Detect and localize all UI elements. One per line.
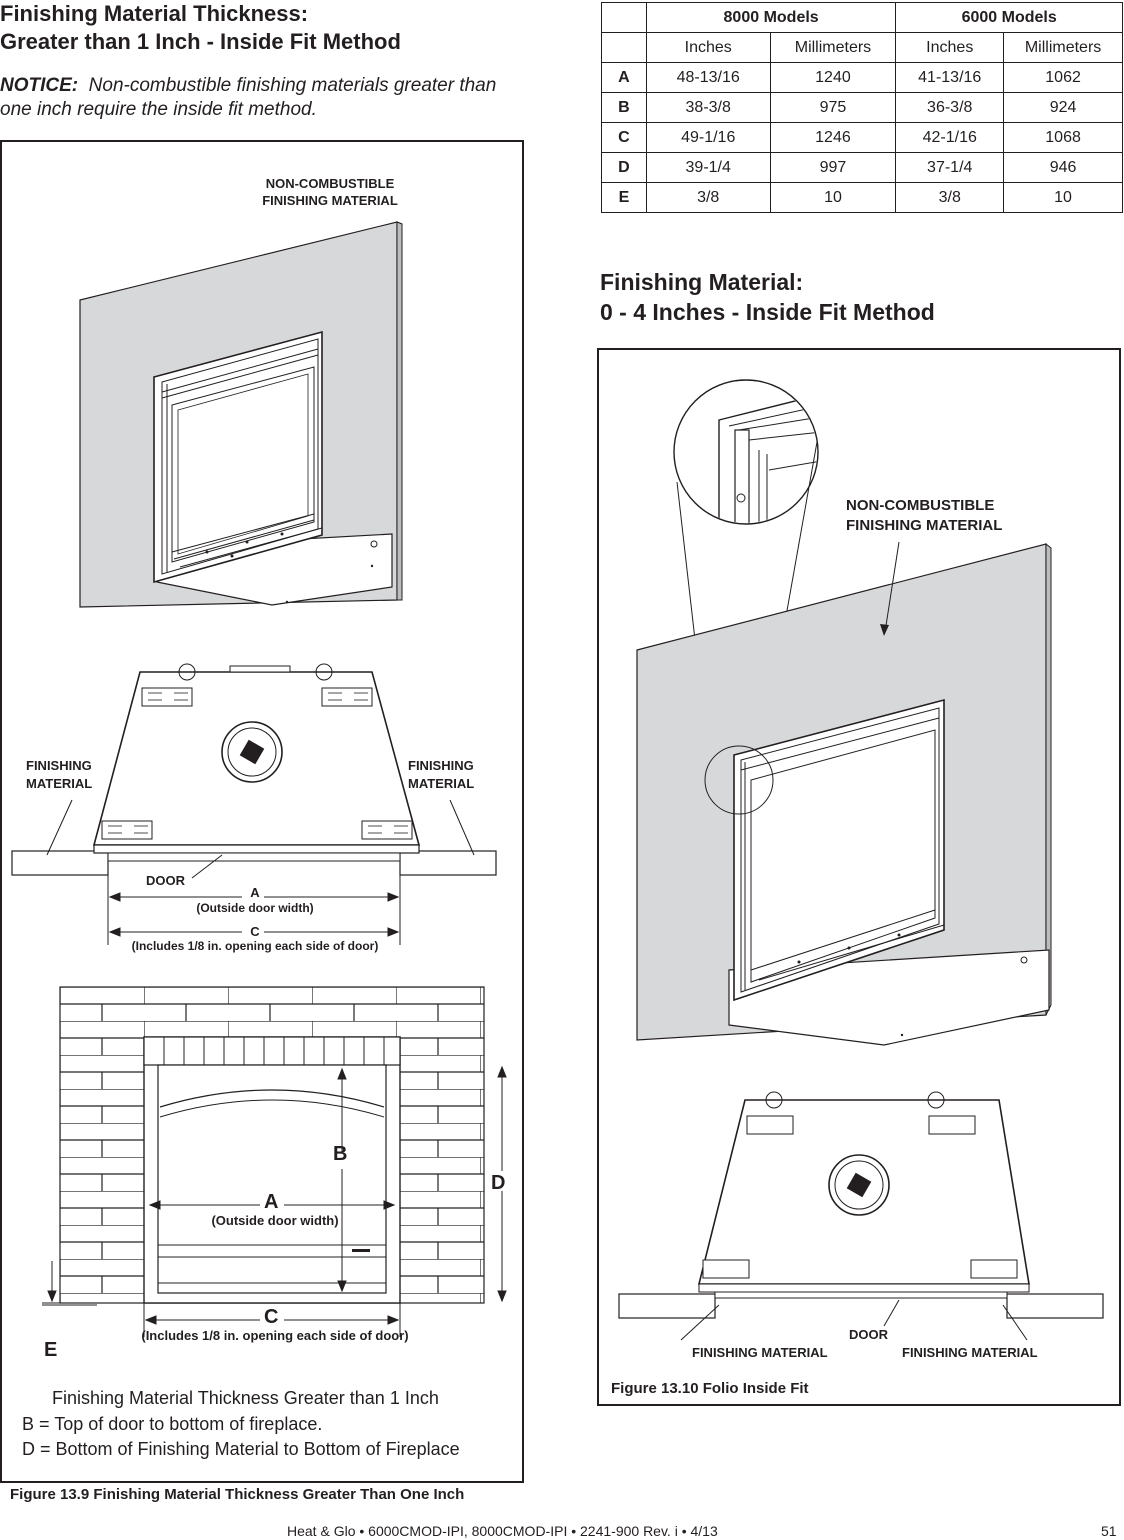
dim-d-label: D <box>491 1172 506 1194</box>
table-row: C 49-1/16 1246 42-1/16 1068 <box>601 122 1123 153</box>
door-label-right: DOOR <box>849 1327 888 1342</box>
row-label: C <box>601 122 647 153</box>
right-title-line2: 0 - 4 Inches - Inside Fit Method <box>600 299 935 325</box>
notice-text-line2: one inch require the inside fit method. <box>0 99 317 120</box>
table-cell: 48-13/16 <box>645 62 771 93</box>
table-cell: 1246 <box>769 122 897 153</box>
figure-13-10-box <box>597 348 1121 1406</box>
right-title-line1: Finishing Material: <box>600 269 804 295</box>
left-title-line1: Finishing Material Thickness: <box>0 1 309 26</box>
figure-13-10-caption: Figure 13.10 Folio Inside Fit <box>611 1380 809 1397</box>
finishing-material-right-label: FINISHING MATERIAL <box>408 757 508 793</box>
table-cell: 946 <box>1003 152 1123 183</box>
finishing-material-label-right-a: FINISHING MATERIAL <box>692 1345 828 1360</box>
finishing-left-line2: MATERIAL <box>26 776 93 791</box>
table-cell: 37-1/4 <box>895 152 1005 183</box>
table-cell: 38-3/8 <box>645 92 771 123</box>
table-group-header-row: 8000 Models 6000 Models <box>601 2 1123 33</box>
dimensions-table: 8000 Models 6000 Models Inches Millimete… <box>601 2 1123 213</box>
table-sub-header: Millimeters <box>769 32 897 63</box>
table-row: A 48-13/16 1240 41-13/16 1062 <box>601 62 1123 93</box>
noncombustible-line1: NON-COMBUSTIBLE <box>265 176 395 191</box>
table-cell: 924 <box>1003 92 1123 123</box>
notice-label: NOTICE: <box>0 75 79 96</box>
row-label: D <box>601 152 647 183</box>
notice: NOTICE: Non-combustible finishing materi… <box>0 74 530 122</box>
table-cell: 1062 <box>1003 62 1123 93</box>
noncombustible-right-line1: NON-COMBUSTIBLE <box>846 497 995 514</box>
finishing-left-line1: FINISHING <box>26 758 92 773</box>
table-group-header: 6000 Models <box>895 2 1123 33</box>
dim-c-label-plan: C <box>250 924 260 939</box>
figure-13-9-caption: Figure 13.9 Finishing Material Thickness… <box>10 1486 465 1503</box>
right-title: Finishing Material: 0 - 4 Inches - Insid… <box>600 267 935 327</box>
dim-c-note-front: (Includes 1/8 in. opening each side of d… <box>141 1328 409 1343</box>
row-label: A <box>601 62 647 93</box>
notes-heading: Finishing Material Thickness Greater tha… <box>52 1388 439 1408</box>
fireplace-perspective-illustration <box>79 221 403 608</box>
finishing-right-line1: FINISHING <box>408 758 474 773</box>
finishing-material-label-right-b: FINISHING MATERIAL <box>902 1345 1038 1360</box>
noncombustible-label-left: NON-COMBUSTIBLE FINISHING MATERIAL <box>240 175 420 209</box>
table-group-header: 8000 Models <box>645 2 897 33</box>
finishing-right-line2: MATERIAL <box>408 776 475 791</box>
folio-inside-fit-illustration <box>618 379 1104 1341</box>
table-cell: 975 <box>769 92 897 123</box>
figure-13-9-box <box>0 140 524 1483</box>
dim-e-label: E <box>44 1339 58 1361</box>
dim-c-note-plan: (Includes 1/8 in. opening each side of d… <box>131 939 379 953</box>
table-cell: 997 <box>769 152 897 183</box>
dim-c-label-front: C <box>264 1306 279 1328</box>
dim-b-label: B <box>333 1143 348 1165</box>
table-sub-header-row: Inches Millimeters Inches Millimeters <box>601 32 1123 63</box>
notes-d-definition: D = Bottom of Finishing Material to Bott… <box>22 1439 460 1459</box>
table-cell: 42-1/16 <box>895 122 1005 153</box>
dim-a-note-front: (Outside door width) <box>211 1213 339 1228</box>
table-row: D 39-1/4 997 37-1/4 946 <box>601 152 1123 183</box>
table-row: E 3/8 10 3/8 10 <box>601 182 1123 213</box>
table-cell: 49-1/16 <box>645 122 771 153</box>
page-number: 51 <box>1101 1523 1117 1539</box>
table-cell: 10 <box>769 182 897 213</box>
table-cell: 1068 <box>1003 122 1123 153</box>
table-cell: 41-13/16 <box>895 62 1005 93</box>
table-sub-header: Inches <box>895 32 1005 63</box>
notes-b-definition: B = Top of door to bottom of fireplace. <box>22 1414 323 1434</box>
footer-text: Heat & Glo • 6000CMOD-IPI, 8000CMOD-IPI … <box>287 1523 718 1539</box>
table-cell: 39-1/4 <box>645 152 771 183</box>
left-title-line2: Greater than 1 Inch - Inside Fit Method <box>0 29 401 54</box>
noncombustible-right-line2: FINISHING MATERIAL <box>846 517 1003 534</box>
table-cell: 36-3/8 <box>895 92 1005 123</box>
table-sub-header-empty <box>601 32 647 63</box>
dim-a-label-front: A <box>264 1191 279 1213</box>
dim-a-label-plan: A <box>250 885 260 900</box>
table-row: B 38-3/8 975 36-3/8 924 <box>601 92 1123 123</box>
table-cell: 10 <box>1003 182 1123 213</box>
notice-text-line1: Non-combustible finishing materials grea… <box>88 75 497 96</box>
table-cell: 1240 <box>769 62 897 93</box>
table-cell: 3/8 <box>645 182 771 213</box>
noncombustible-line2: FINISHING MATERIAL <box>262 193 398 208</box>
table-sub-header: Inches <box>645 32 771 63</box>
table-corner-cell <box>601 2 647 33</box>
row-label: B <box>601 92 647 123</box>
door-label-left: DOOR <box>146 873 185 888</box>
table-cell: 3/8 <box>895 182 1005 213</box>
dim-a-note-plan: (Outside door width) <box>196 901 314 915</box>
finishing-material-left-label: FINISHING MATERIAL <box>26 757 126 793</box>
left-title: Finishing Material Thickness: Greater th… <box>0 0 401 56</box>
plan-view-illustration <box>11 663 497 945</box>
row-label: E <box>601 182 647 213</box>
table-sub-header: Millimeters <box>1003 32 1123 63</box>
brick-front-view-illustration <box>42 986 507 1337</box>
noncombustible-label-right: NON-COMBUSTIBLE FINISHING MATERIAL <box>846 496 1046 536</box>
